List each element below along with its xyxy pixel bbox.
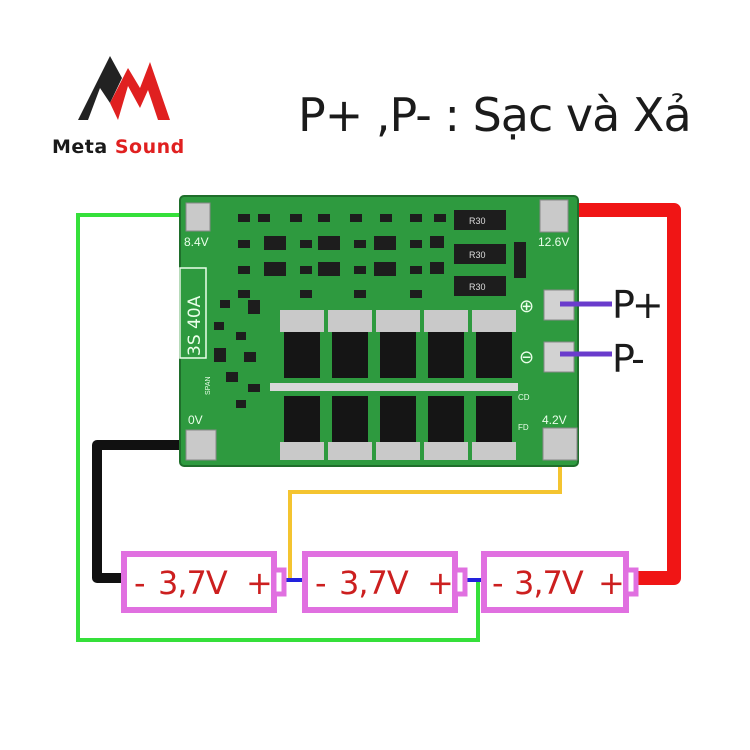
resistor-3 xyxy=(454,276,506,296)
bms-board: 8.4V 12.6V 0V 4.2V ⊕ ⊖ CD FD 3S 40A SPAN… xyxy=(179,195,579,467)
resistor-1-code: R30 xyxy=(469,216,486,226)
battery-1: - 3,7V + xyxy=(121,551,287,613)
battery-1-plus: + xyxy=(246,564,273,602)
pad-label-12v6: 12.6V xyxy=(538,235,569,249)
battery-1-minus: - xyxy=(134,564,146,602)
mosfets xyxy=(270,310,518,460)
pad-8v4 xyxy=(185,202,211,232)
battery-1-cap xyxy=(271,567,287,597)
battery-2-minus: - xyxy=(315,564,327,602)
battery-2-plus: + xyxy=(427,564,454,602)
p-plus-label: P+ xyxy=(612,283,661,327)
cd-label: CD xyxy=(518,393,530,402)
yellow-wire-4v2 xyxy=(288,452,562,578)
fd-label: FD xyxy=(518,423,529,432)
smd-components xyxy=(214,214,526,408)
battery-2-voltage: 3,7V xyxy=(339,564,409,602)
page-title: P+ ,P- : Sạc và Xả xyxy=(298,88,692,142)
logo-mark-red xyxy=(110,62,170,120)
pad-p-minus xyxy=(543,341,575,373)
battery-3-plus: + xyxy=(598,564,625,602)
plus-symbol: ⊕ xyxy=(519,296,534,317)
pad-label-0v: 0V xyxy=(188,413,203,427)
resistor-2 xyxy=(454,244,506,264)
shunt-resistors: R30 R30 R30 xyxy=(454,210,506,296)
resistor-3-code: R30 xyxy=(469,282,486,292)
pad-12v6 xyxy=(539,199,569,233)
battery-3-minus: - xyxy=(492,564,504,602)
black-wire-0v xyxy=(92,440,205,583)
pad-4v2 xyxy=(542,427,578,461)
green-wire-8v4 xyxy=(76,213,480,642)
side-label: SPAN xyxy=(205,376,212,395)
battery-2: - 3,7V + xyxy=(302,551,468,613)
battery-3-cap xyxy=(623,567,639,597)
pad-0v xyxy=(185,429,217,461)
logo-mark-dark xyxy=(78,56,122,120)
model-label: 3S 40A xyxy=(185,295,205,356)
logo-word-sound: Sound xyxy=(114,136,185,158)
red-wire-12v6 xyxy=(552,203,681,585)
model-label-box xyxy=(179,267,207,359)
pad-label-8v4: 8.4V xyxy=(184,235,209,249)
meta-sound-logo xyxy=(78,56,170,120)
battery-3-voltage: 3,7V xyxy=(514,564,584,602)
battery-3: - 3,7V + xyxy=(481,551,639,613)
battery-2-cap xyxy=(452,567,468,597)
resistor-2-code: R30 xyxy=(469,250,486,260)
logo-wordmark: Meta Sound xyxy=(52,136,185,158)
pad-label-4v2: 4.2V xyxy=(542,413,567,427)
resistor-1 xyxy=(454,210,506,230)
battery-1-voltage: 3,7V xyxy=(158,564,228,602)
logo-word-meta: Meta xyxy=(52,136,108,158)
p-minus-label: P- xyxy=(612,337,643,381)
minus-symbol: ⊖ xyxy=(519,347,534,368)
